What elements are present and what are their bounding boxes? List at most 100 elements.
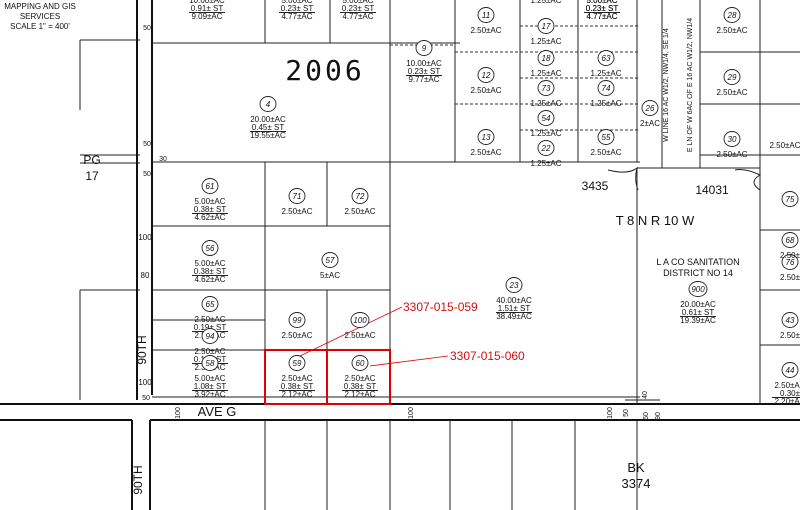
- parcel-area-l1: 2.50±AC: [194, 347, 225, 356]
- parcel-59[interactable]: 592.50±AC0.38± ST2.12±AC: [279, 355, 315, 400]
- parcel-17[interactable]: 17 1.25±AC: [530, 18, 562, 47]
- parcel-63[interactable]: 631.25±AC: [590, 50, 622, 79]
- parcel-area-l2: 0.45± ST: [252, 123, 285, 132]
- dim-label: 50: [142, 395, 150, 402]
- parcel-number: 58: [206, 359, 215, 368]
- parcel-29[interactable]: 292.50±AC: [716, 69, 748, 98]
- parcel-number: 12: [482, 71, 491, 80]
- parcel-area-l1: 5.00±AC: [586, 0, 617, 5]
- parcel-area-l3: 2.12±AC: [344, 390, 375, 399]
- parcel-26[interactable]: 262±AC: [640, 100, 660, 129]
- parcel-p_top6[interactable]: 5.00±AC0.23± ST4.77±AC: [584, 0, 620, 21]
- parcel-60-highlight[interactable]: [326, 349, 391, 405]
- book-number: 3374: [622, 476, 651, 491]
- parcel-p_top3[interactable]: 5.00±AC0.23± ST4.77±AC: [340, 0, 376, 21]
- parcel-60[interactable]: 602.50±AC0.38± ST2.12±AC: [342, 355, 378, 400]
- parcel-75[interactable]: 75: [781, 191, 799, 207]
- parcel-p_top5[interactable]: 1.25±AC: [530, 0, 561, 5]
- parcel-number-circle: [781, 254, 799, 270]
- parcel-54[interactable]: 541.25±AC: [530, 110, 562, 139]
- parcel-p_top2[interactable]: 5.00±AC0.23± ST4.77±AC: [279, 0, 315, 21]
- parcel-number-circle: [288, 188, 306, 204]
- parcel-number: 63: [602, 54, 611, 63]
- parcel-area-l2: 0.38± ST: [281, 382, 314, 391]
- parcel-area-l1: 2.50±: [780, 331, 800, 340]
- parcel-30[interactable]: 302.50±AC: [716, 131, 748, 160]
- parcel-area-l1: 5.00±AC: [194, 374, 225, 383]
- parcel-73[interactable]: 731.25±AC: [530, 80, 562, 109]
- parcel-area-l1: 2.50±: [780, 273, 800, 282]
- parcel-area-l1: 1.25±AC: [530, 99, 561, 108]
- parcel-number: 17: [542, 22, 551, 31]
- parcel-area-l1: 2.50±AC: [470, 86, 501, 95]
- callout-3307-015-059[interactable]: 3307-015-059: [403, 300, 478, 314]
- dim-label: 30: [159, 156, 167, 163]
- parcel-28[interactable]: 282.50±AC: [716, 7, 748, 36]
- parcel-p_top1[interactable]: 10.00±AC0.91± ST9.09±AC: [189, 0, 225, 21]
- parcel-43[interactable]: 432.50±: [780, 312, 800, 341]
- parcel-99[interactable]: 992.50±AC: [281, 312, 313, 341]
- parcel-18[interactable]: 181.25±AC: [530, 50, 562, 79]
- parcel-57[interactable]: 575±AC: [320, 252, 340, 281]
- section-number: 2006: [285, 54, 364, 87]
- parcel-number: 99: [293, 316, 302, 325]
- parcel-number: 18: [542, 54, 551, 63]
- parcel-number: 900: [691, 285, 705, 294]
- parcel-number: 61: [206, 182, 215, 191]
- parcel-44[interactable]: 442.50±AC0.30±2.20±AC: [772, 362, 800, 407]
- parcel-58[interactable]: 585.00±AC1.08± ST3.92±AC: [192, 355, 228, 400]
- parcel-area-l1: 2.50±AC: [344, 207, 375, 216]
- parcel-11[interactable]: 112.50±AC: [470, 7, 502, 36]
- callout-3307-015-060[interactable]: 3307-015-060: [450, 349, 525, 363]
- parcel-number-circle: [477, 129, 495, 145]
- parcel-12[interactable]: 12 2.50±AC: [470, 67, 502, 96]
- parcel-area-l2: 0.38± ST: [194, 267, 227, 276]
- parcel-number-circle: [597, 80, 615, 96]
- parcel-area-l3: 4.77±AC: [281, 12, 312, 21]
- parcel-number-circle: [477, 67, 495, 83]
- parcel-number-circle: [688, 281, 708, 297]
- parcel-area-l1: 20.00±AC: [250, 115, 286, 124]
- parcel-area-l1: 2.50±AC: [470, 148, 501, 157]
- parcel-61[interactable]: 615.00±AC0.38± ST4.62±AC: [192, 178, 228, 223]
- parcel-number: 55: [602, 133, 611, 142]
- parcel-area-l1: 2.50±AC: [281, 207, 312, 216]
- parcel-area-l1: 2.50±AC: [590, 148, 621, 157]
- parcel-number: 4: [266, 100, 271, 109]
- parcel-9[interactable]: 910.00±AC0.23± ST9.77±AC: [406, 40, 442, 85]
- vertical-note-2: E LN OF W 6AC OF E 16 AC W1/2, NW1/4: [687, 18, 694, 152]
- parcel-74[interactable]: 741.25±AC: [590, 80, 622, 109]
- parcel-area-l3: 4.62±AC: [194, 213, 225, 222]
- parcel-number: 57: [326, 256, 335, 265]
- parcel-area-l1: 40.00±AC: [496, 296, 532, 305]
- parcel-number: 71: [293, 192, 302, 201]
- parcel-area-l1: 5.00±AC: [281, 0, 312, 5]
- parcel-number-circle: [723, 7, 741, 23]
- parcel-area-l1: 1.25±AC: [530, 37, 561, 46]
- parcel-area-l1: 10.00±AC: [406, 59, 442, 68]
- parcel-number: 76: [786, 258, 795, 267]
- parcel-number-circle: [723, 131, 741, 147]
- parcel-71[interactable]: 71 2.50±AC: [281, 188, 313, 217]
- parcel-area-l1: 5.00±AC: [194, 197, 225, 206]
- parcel-number: 13: [482, 133, 491, 142]
- parcel-68[interactable]: 682.50±: [780, 232, 800, 261]
- parcel-area-l1: 2.50±AC: [344, 331, 375, 340]
- parcel-56[interactable]: 565.00±AC0.38± ST4.62±AC: [192, 240, 228, 285]
- parcel-55[interactable]: 55 2.50±AC: [590, 129, 622, 158]
- parcel-72[interactable]: 722.50±AC: [344, 188, 376, 217]
- parcel-76[interactable]: 76 2.50±: [780, 254, 800, 283]
- dim-label: 100: [138, 233, 152, 242]
- parcel-13[interactable]: 13 2.50±AC: [470, 129, 502, 158]
- parcel-22[interactable]: 221.25±AC: [530, 140, 562, 169]
- parcel-area-l2: 0.23± ST: [586, 4, 619, 13]
- parcel-number-circle: [537, 18, 555, 34]
- parcel-area-l1: 10.00±AC: [189, 0, 225, 5]
- parcel-p_r1[interactable]: 2.50±AC: [769, 141, 800, 150]
- dim-label: 50: [143, 171, 151, 178]
- dim-label: 100: [408, 407, 415, 419]
